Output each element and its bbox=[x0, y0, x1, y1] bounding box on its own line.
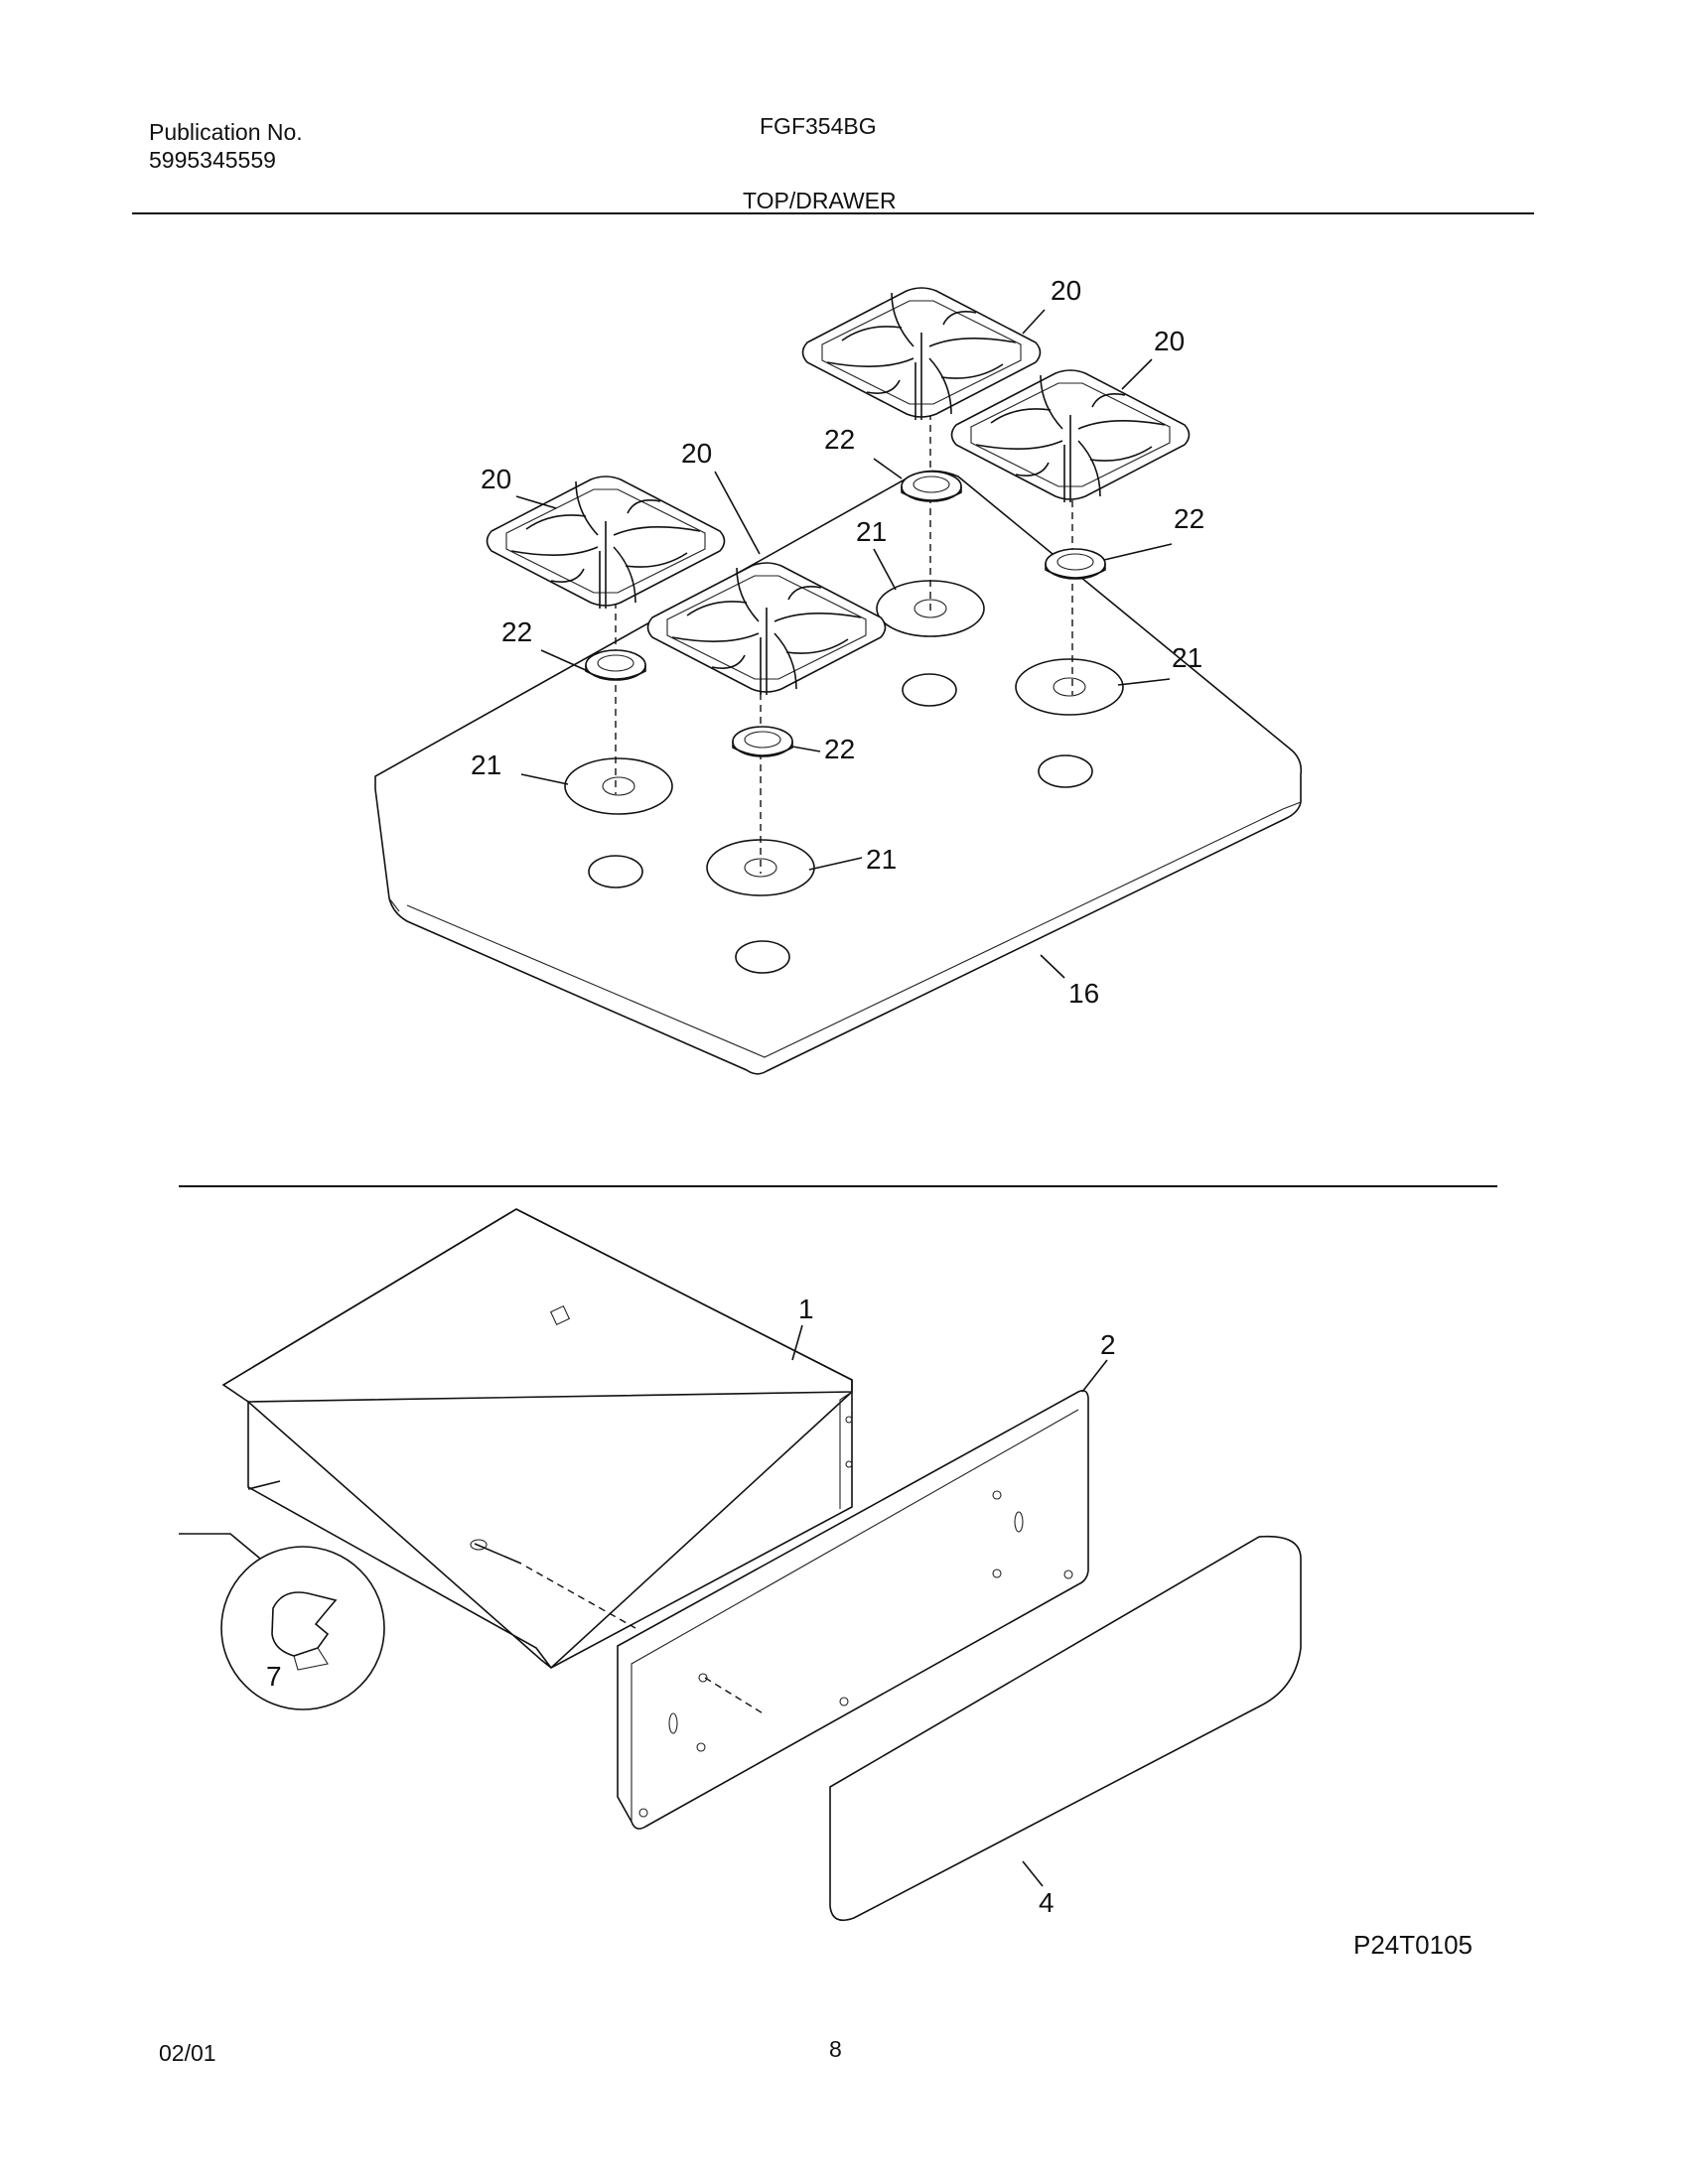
burner-cap bbox=[1045, 548, 1106, 580]
burner-head bbox=[1015, 658, 1124, 716]
footer-date: 02/01 bbox=[159, 2040, 216, 2066]
header-divider bbox=[132, 212, 1534, 214]
drawer-body bbox=[221, 1208, 853, 1670]
callout-cap: 22 bbox=[501, 616, 532, 647]
burner-cap bbox=[901, 471, 962, 502]
cooktop-assembly bbox=[374, 470, 1303, 1075]
figure-code: P24T0105 bbox=[1353, 1930, 1473, 1960]
burner-port bbox=[588, 855, 643, 888]
callout-cap: 22 bbox=[824, 734, 855, 764]
burner-port bbox=[735, 940, 790, 974]
callout-burner-head: 21 bbox=[471, 750, 501, 780]
section-divider bbox=[179, 1185, 1497, 1187]
burner-port bbox=[1038, 754, 1093, 788]
drawer-clip-detail bbox=[179, 1480, 385, 1710]
section-title: TOP/DRAWER bbox=[743, 188, 897, 213]
drawer-panel bbox=[829, 1535, 1302, 1922]
page-number: 8 bbox=[829, 2036, 842, 2062]
burner-port bbox=[902, 673, 957, 707]
model-number: FGF354BG bbox=[760, 113, 877, 139]
callout-grate: 20 bbox=[1154, 326, 1185, 356]
callout-drawer-body: 1 bbox=[798, 1294, 814, 1324]
callout-burner-head: 21 bbox=[866, 844, 897, 875]
burner-cap bbox=[585, 649, 646, 681]
callout-grate: 20 bbox=[481, 464, 511, 494]
burner-grate bbox=[486, 476, 726, 610]
callout-drawer-front: 2 bbox=[1100, 1329, 1116, 1360]
publication-number: 5995345559 bbox=[149, 147, 276, 173]
callout-drawer-clip: 7 bbox=[266, 1661, 282, 1692]
callout-cap: 22 bbox=[1174, 503, 1204, 534]
burner-head bbox=[564, 757, 673, 815]
drawer-front bbox=[617, 1390, 1089, 1830]
callout-cap: 22 bbox=[824, 424, 855, 455]
callout-burner-head: 21 bbox=[856, 516, 887, 547]
burner-cap bbox=[732, 726, 793, 757]
callout-grate: 20 bbox=[681, 438, 712, 469]
burner-grate bbox=[950, 369, 1191, 503]
callout-grate: 20 bbox=[1051, 275, 1081, 306]
callout-burner-head: 21 bbox=[1172, 642, 1202, 673]
publication-label: Publication No. bbox=[149, 119, 303, 145]
callout-cooktop: 16 bbox=[1068, 978, 1099, 1009]
burner-grate bbox=[646, 562, 887, 696]
callout-drawer-panel: 4 bbox=[1039, 1887, 1055, 1918]
